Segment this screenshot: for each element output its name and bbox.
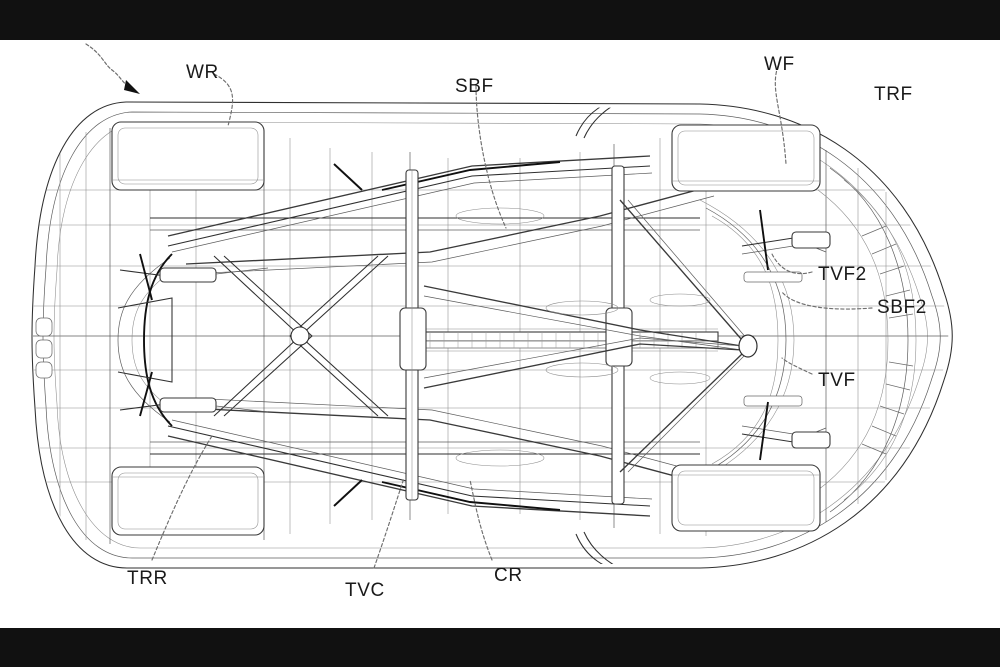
callout-label-sbf: SBF	[455, 76, 494, 97]
rear-skin-panels	[35, 317, 53, 379]
leader-lines-group	[151, 65, 873, 569]
callout-label-wf: WF	[764, 54, 795, 75]
body-outline-group	[31, 101, 953, 569]
callout-label-trf: TRF	[874, 84, 913, 105]
side-beam-front-sbf	[167, 155, 653, 517]
callout-label-tvf: TVF	[818, 370, 856, 391]
rear-suspension-arms	[119, 267, 269, 413]
accent-strokes	[139, 163, 769, 507]
callout-label-tvf2: TVF2	[818, 264, 867, 285]
callout-label-trr: TRR	[127, 568, 168, 589]
front-converging-tubes	[423, 199, 758, 473]
wheel-front-right	[671, 124, 821, 192]
rocker-rails	[150, 217, 700, 455]
front-bulkhead	[605, 165, 633, 505]
central-bulkhead-tvc	[399, 169, 427, 501]
callout-label-sbf2: SBF2	[877, 297, 927, 318]
front-nose-structure	[817, 167, 917, 513]
wheel-front-left	[671, 464, 821, 532]
inner-diagonal-beams	[185, 185, 715, 487]
rear-x-brace	[213, 255, 389, 417]
letterbox-top-bar	[0, 0, 1000, 40]
figure-canvas: .ln { fill:none; stroke:#2f2f2f; stroke-…	[0, 40, 1000, 628]
wheel-rear-right	[111, 466, 265, 536]
callout-label-wr: WR	[186, 62, 219, 83]
wheel-rear-left	[111, 121, 265, 191]
callout-label-cr: CR	[494, 565, 523, 586]
chassis-line-drawing: .ln { fill:none; stroke:#2f2f2f; stroke-…	[31, 43, 953, 569]
central-rail-cr	[417, 328, 719, 352]
front-wheel-arch	[699, 199, 795, 481]
front-suspension-arms	[741, 231, 831, 449]
cockpit-detail-ovals	[455, 207, 711, 467]
corner-arrow-icon	[85, 43, 140, 94]
callout-label-tvc: TVC	[345, 580, 385, 601]
letterbox-bottom-bar	[0, 628, 1000, 667]
spoiler-mount-stalks	[575, 106, 629, 564]
